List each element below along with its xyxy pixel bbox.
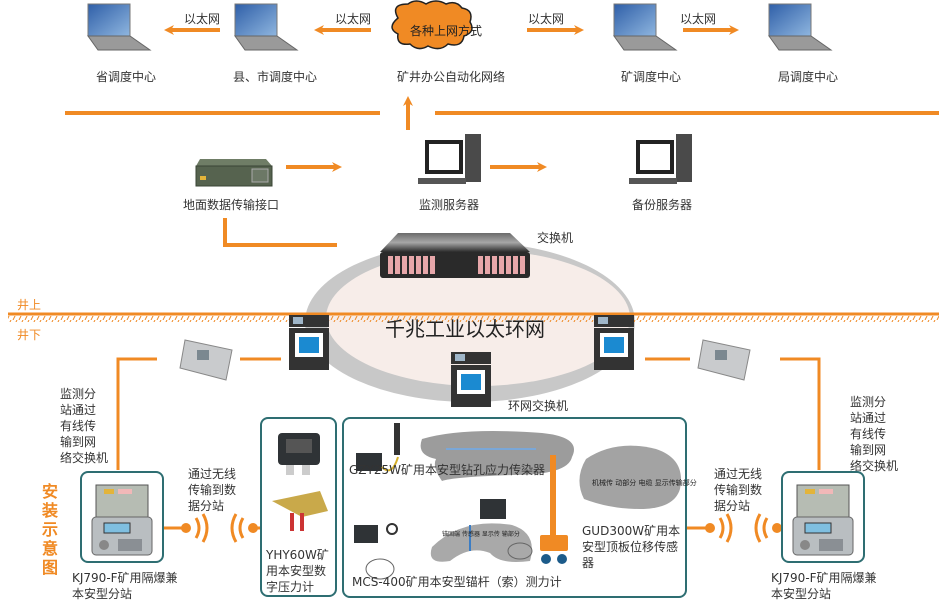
pressure-gauge-name-2: 用本安型数 — [266, 564, 327, 578]
left-wired-note: 监测分 站通过 有线传 输到网 络交换机 — [60, 387, 109, 465]
left-substation-name: KJ790-F矿用隔爆兼 本安型分站 — [72, 571, 178, 601]
sensors-box: GZY25W矿用本安型钻孔应力传染器 MCS-400矿用本安型锚杆（索）测力计 … — [342, 417, 697, 598]
laptop-icon — [613, 3, 678, 51]
core-switch-label: 交换机 — [537, 231, 574, 245]
node-bureau-dispatch: 局调度中心 — [778, 70, 839, 84]
backup-server-icon — [629, 134, 692, 184]
left-substation-box — [80, 471, 164, 563]
right-wired-note: 监测分 站通过 有线传 输到网 络交换机 — [850, 395, 899, 473]
laptop-icon — [234, 3, 299, 51]
install-diagram-label: 安装示意图 — [42, 482, 59, 577]
ground-interface-label: 地面数据传输接口 — [183, 198, 280, 212]
substation-icon — [792, 484, 854, 556]
pressure-gauge-name-1: YHY60W矿 — [266, 548, 329, 562]
left-wireless-note: 通过无线 传输到数 据分站 — [188, 467, 237, 513]
right-substation-box — [781, 471, 865, 563]
ring-switch-icon — [289, 315, 329, 370]
laptop-icon — [768, 3, 833, 51]
laptop-icon — [87, 3, 152, 51]
cloud-icon — [391, 0, 473, 50]
junction-box-icon — [179, 339, 233, 381]
roof-sensor-name: GUD300W矿用本 安型顶板位移传感器 — [582, 524, 681, 570]
pressure-gauge-box: YHY60W矿 用本安型数 字压力计 — [260, 417, 337, 597]
ring-title: 千兆工业以太环网 — [385, 317, 545, 341]
monitor-server-icon — [418, 134, 481, 184]
node-mine-dispatch: 矿调度中心 — [621, 70, 682, 84]
node-county-dispatch: 县、市调度中心 — [233, 70, 318, 84]
monitor-server-label: 监测服务器 — [419, 198, 480, 212]
backup-server-label: 备份服务器 — [632, 198, 693, 212]
core-switch-icon — [380, 233, 530, 278]
right-substation-name: KJ790-F矿用隔爆兼 本安型分站 — [771, 571, 877, 601]
ring-switch-icon — [594, 315, 634, 370]
ring-switch-icon — [451, 352, 491, 407]
roof-diagram-labels: 机械传 动部分 电缆 显示传输部分 — [592, 479, 697, 487]
link-label-4: 以太网 — [680, 12, 717, 26]
anchor-diagram-labels: 锚固端 传感器 显示传 输部分 — [442, 531, 520, 538]
sensors-illustration — [354, 423, 681, 580]
node-office-network: 矿井办公自动化网络 — [397, 70, 506, 84]
pressure-gauge-icon — [272, 433, 328, 531]
pressure-gauge-name-3: 字压力计 — [266, 580, 315, 594]
drill-stress-sensor-name: GZY25W矿用本安型钻孔应力传染器 — [349, 463, 545, 477]
link-label-3: 以太网 — [528, 12, 565, 26]
ring-switch-label: 环网交换机 — [508, 399, 569, 413]
substation-icon — [91, 484, 153, 556]
link-label-2: 以太网 — [335, 12, 372, 26]
below-ground-label: 井下 — [17, 328, 42, 342]
data-interface-device-icon — [195, 159, 273, 187]
link-label-1: 以太网 — [184, 12, 221, 26]
interface-to-switch-line — [223, 218, 337, 247]
node-province-dispatch: 省调度中心 — [96, 70, 157, 84]
anchor-meter-name: MCS-400矿用本安型锚杆（索）测力计 — [352, 575, 562, 589]
above-ground-label: 井上 — [17, 298, 42, 312]
right-wireless-note: 通过无线 传输到数 据分站 — [714, 467, 763, 513]
junction-box-icon — [697, 339, 751, 381]
cloud-text: 各种上网方式 — [410, 24, 483, 38]
